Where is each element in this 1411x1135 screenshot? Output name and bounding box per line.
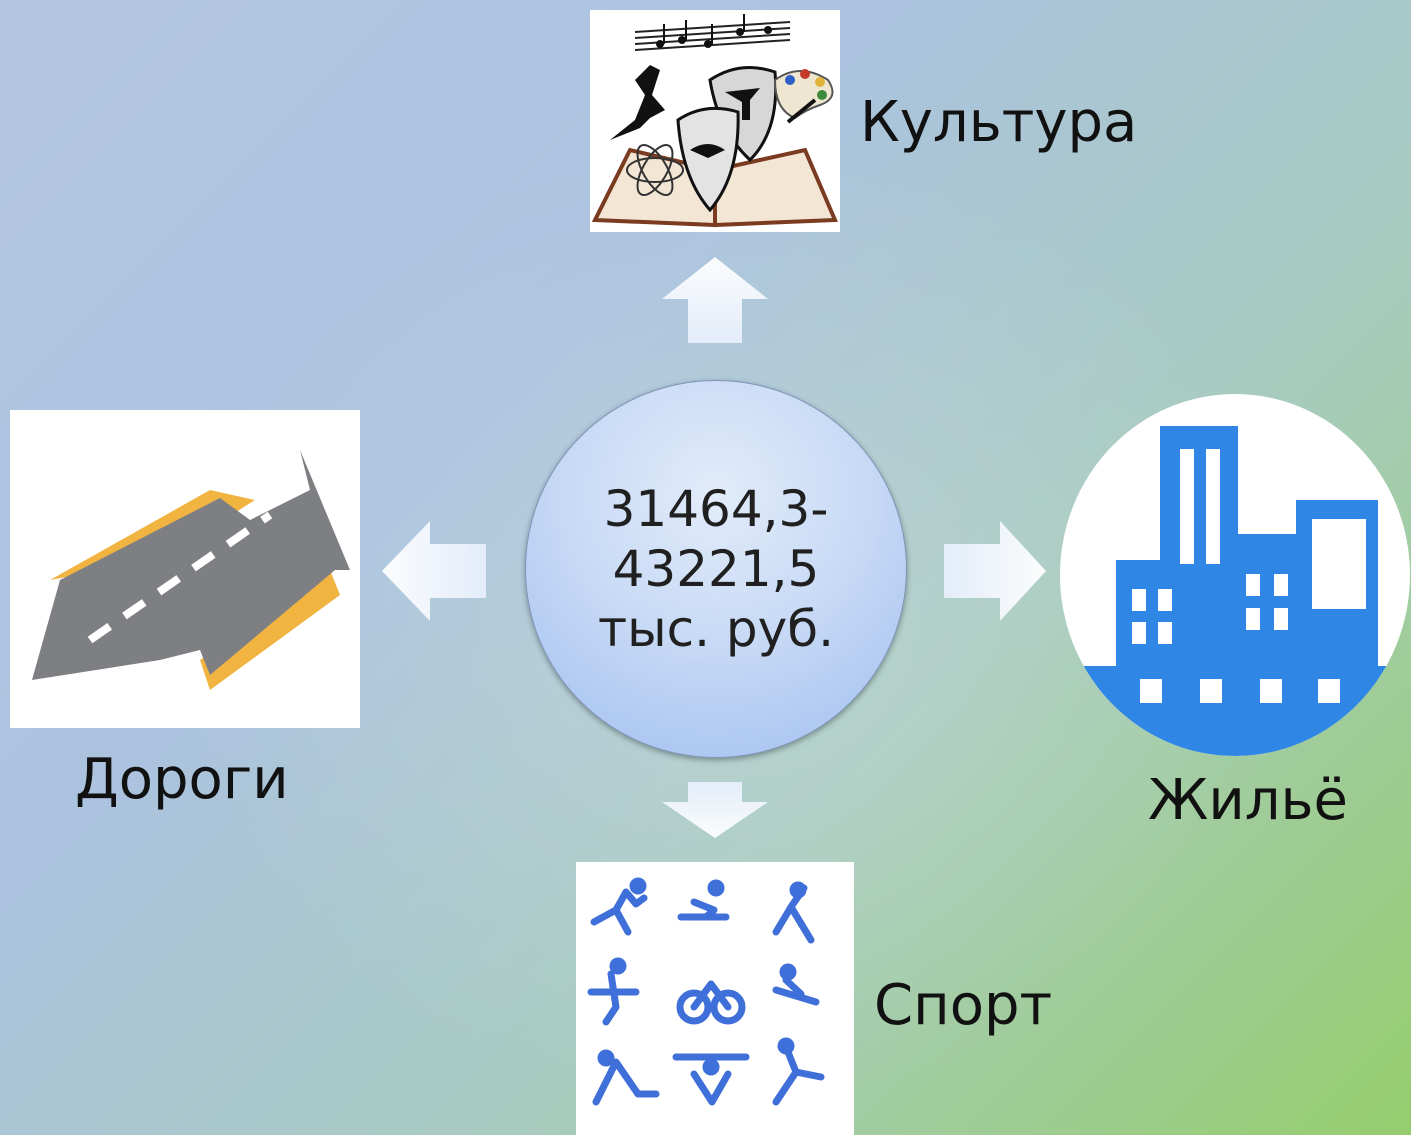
sport-image [576, 862, 854, 1135]
sport-label: Спорт [874, 973, 1053, 1038]
arrow-down-icon [662, 782, 768, 838]
housing-label: Жильё [1148, 768, 1348, 833]
roads-label: Дороги [75, 747, 289, 812]
roads-image [10, 410, 360, 728]
center-amount-line-1: 31464,3- [603, 480, 829, 538]
arrow-left-icon [382, 521, 486, 621]
culture-image [590, 10, 840, 232]
center-circle: 31464,3- 43221,5 тыс. руб. [525, 380, 907, 758]
arrow-right-icon [944, 521, 1046, 621]
road-arrow-icon [32, 450, 350, 690]
center-amount-line-2: 43221,5 [612, 540, 820, 598]
housing-image [1060, 394, 1410, 756]
city-buildings-icon [1080, 426, 1390, 756]
center-amount-line-3: тыс. руб. [598, 600, 834, 658]
culture-label: Культура [860, 90, 1138, 155]
arrow-up-icon [662, 257, 768, 343]
culture-arts-icon [591, 14, 838, 228]
sports-pictograms-icon [587, 877, 825, 1106]
